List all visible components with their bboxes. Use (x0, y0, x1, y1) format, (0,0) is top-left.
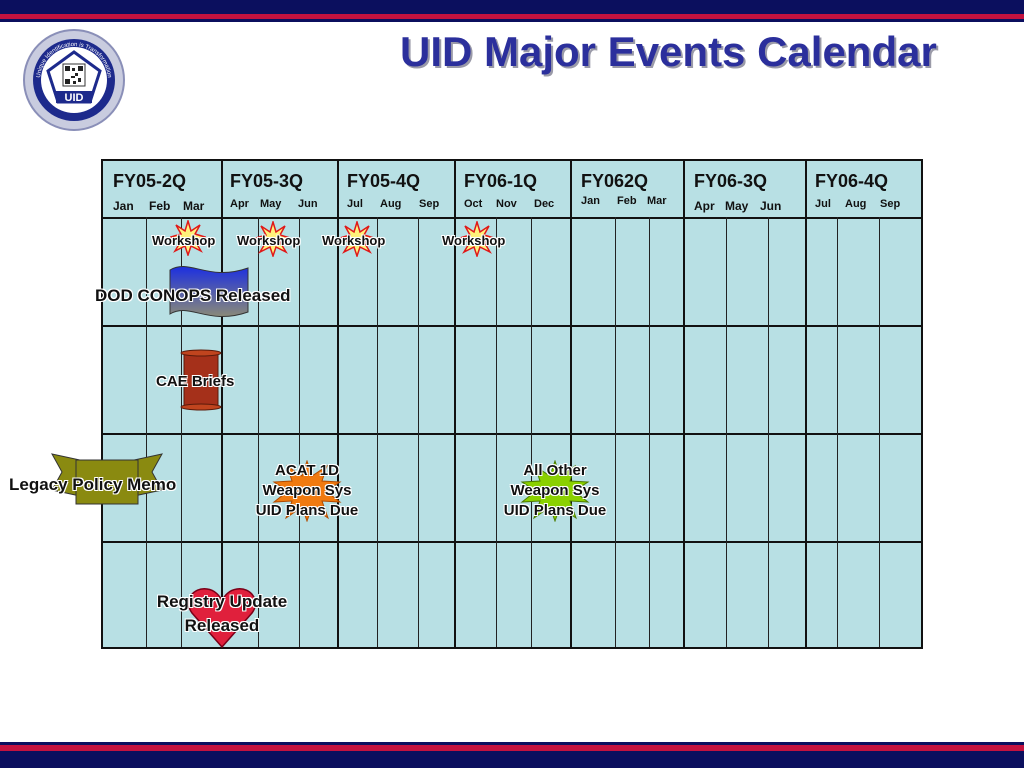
month-label: May (260, 198, 282, 210)
acat-label: ACAT 1D Weapon Sys UID Plans Due (237, 461, 377, 521)
month-divider (146, 217, 147, 647)
month-label: Aug (380, 198, 402, 210)
month-label: Feb (149, 199, 171, 213)
bottom-thin-navy-band (0, 742, 1024, 745)
month-label: Feb (617, 195, 637, 207)
quarter-header: FY06-1Q (464, 171, 538, 191)
top-red-band (0, 14, 1024, 19)
workshop-starburst-icon (339, 221, 375, 257)
quarter-header: FY06-4Q (815, 171, 889, 191)
acat-starburst-icon (272, 460, 342, 522)
month-label: Oct (464, 198, 483, 210)
legacy-memo-label: Legacy Policy Memo (9, 475, 177, 494)
quarter-divider (454, 161, 456, 647)
month-divider (837, 217, 838, 647)
month-divider (649, 217, 650, 647)
quarter-divider (805, 161, 807, 647)
row-divider (103, 325, 921, 327)
month-divider (726, 217, 727, 647)
cae-briefs-label: CAE Briefs (156, 373, 235, 390)
acat-line: Weapon Sys (262, 482, 352, 499)
month-label: Sep (880, 198, 901, 210)
top-navy-band (0, 0, 1024, 14)
logo-badge-text: UID (65, 92, 84, 104)
workshop-starburst-icon (459, 221, 495, 257)
quarter-header: FY06-3Q (694, 171, 768, 191)
month-divider (377, 217, 378, 647)
all-other-line: UID Plans Due (503, 502, 607, 519)
quarter-divider (683, 161, 685, 647)
all-other-starburst-icon (520, 460, 590, 522)
month-label: Mar (647, 195, 667, 207)
quarter-header: FY05-2Q (113, 171, 187, 191)
registry-label: Registry Update Released (137, 590, 307, 638)
all-other-line: All Other (523, 462, 587, 479)
calendar-grid: FY05-2Q FY05-3Q FY05-4Q FY06-1Q FY062Q F… (101, 159, 923, 649)
month-label: Jun (760, 199, 782, 213)
quarter-divider (221, 161, 223, 647)
month-divider (418, 217, 419, 647)
quarter-header: FY062Q (581, 171, 649, 191)
acat-line: ACAT 1D (275, 462, 339, 479)
month-divider (615, 217, 616, 647)
month-divider (258, 217, 259, 647)
month-label: Nov (496, 198, 517, 210)
row-divider (103, 541, 921, 543)
month-label: Dec (534, 198, 555, 210)
all-other-line: Weapon Sys (510, 482, 600, 499)
month-label: Aug (845, 198, 867, 210)
month-label: Jul (815, 198, 831, 210)
page-title: UID Major Events Calendar (400, 28, 937, 75)
dod-conops-label: DOD CONOPS Released (95, 286, 291, 305)
month-label: Jun (298, 198, 318, 210)
month-label: Jan (113, 199, 134, 213)
month-label: Apr (694, 199, 715, 213)
acat-line: UID Plans Due (255, 502, 359, 519)
month-label: Jan (581, 195, 600, 207)
month-divider (531, 217, 532, 647)
top-thin-navy-band (0, 19, 1024, 22)
month-divider (496, 217, 497, 647)
month-label: Mar (183, 199, 205, 213)
workshop-label: Workshop (237, 233, 301, 248)
header-divider (103, 217, 921, 219)
bottom-red-band (0, 745, 1024, 751)
registry-line: Registry Update (156, 592, 288, 611)
banner-icon (51, 453, 163, 505)
quarter-divider (570, 161, 572, 647)
quarter-header: FY05-3Q (230, 171, 304, 191)
month-divider (768, 217, 769, 647)
scroll-icon (180, 349, 222, 411)
workshop-label: Workshop (442, 233, 506, 248)
month-divider (299, 217, 300, 647)
bottom-navy-band (0, 751, 1024, 768)
row-divider (103, 433, 921, 435)
heart-icon (187, 588, 257, 649)
quarter-header: FY05-4Q (347, 171, 421, 191)
workshop-starburst-icon (255, 221, 291, 257)
month-label: Jul (347, 198, 363, 210)
workshop-starburst-icon (170, 220, 206, 256)
workshop-label: Workshop (322, 233, 386, 248)
quarter-divider (337, 161, 339, 647)
registry-line: Released (184, 616, 260, 635)
month-label: Sep (419, 198, 440, 210)
month-divider (879, 217, 880, 647)
month-label: May (725, 199, 749, 213)
month-label: Apr (230, 198, 249, 210)
uid-logo: UID Unique Identification is Transformat… (23, 29, 125, 131)
all-other-label: All Other Weapon Sys UID Plans Due (485, 461, 625, 521)
month-divider (181, 217, 182, 647)
flag-icon (169, 266, 249, 317)
workshop-label: Workshop (152, 233, 216, 248)
